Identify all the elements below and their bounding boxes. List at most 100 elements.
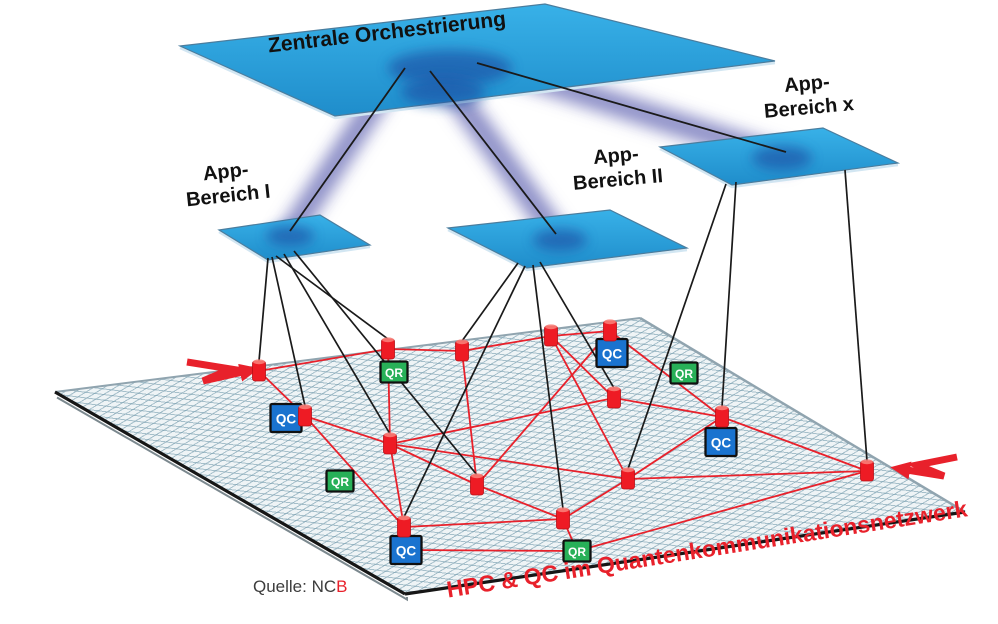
app-link-n12	[627, 183, 727, 470]
grid-edge-bottom-right	[404, 510, 966, 596]
node-cap	[299, 404, 311, 410]
node-cap	[382, 337, 394, 343]
beam-spot-5	[752, 146, 812, 170]
network-edge	[258, 348, 389, 372]
app-link-n8	[283, 253, 391, 435]
network-edge	[461, 350, 478, 486]
network-edge	[627, 470, 868, 480]
app-link-n14	[844, 169, 868, 462]
node-cap	[398, 515, 410, 521]
grid-edge-bottom-left	[54, 390, 406, 596]
app-link-n7	[271, 256, 306, 407]
network-edge	[389, 443, 478, 486]
network-edge	[389, 397, 615, 445]
network-node-n9	[470, 473, 484, 496]
qc-node-qc2-label: QC	[602, 347, 623, 362]
network-node-n7	[298, 404, 312, 427]
orchestration-link-1	[289, 67, 406, 232]
node-cap	[384, 432, 396, 438]
network-node-n10	[397, 515, 411, 538]
node-cap	[861, 459, 873, 465]
network-edge	[387, 348, 463, 352]
plane-zentrale-rim	[179, 46, 776, 120]
qr-node-qr2-label: QR	[675, 367, 693, 381]
qc-node-qc1: QC	[269, 402, 303, 434]
network-edge	[550, 330, 611, 337]
node-cap	[253, 359, 265, 365]
qr-node-qr3: QR	[325, 469, 355, 493]
network-node-n1	[252, 359, 266, 382]
network-node-n8	[383, 432, 397, 455]
network-edge	[721, 416, 868, 472]
network-node-n4	[544, 324, 558, 347]
network-edge	[403, 518, 564, 528]
qc-node-qc2: QC	[595, 337, 629, 369]
qr-node-qr4-label: QR	[568, 545, 586, 559]
qr-node-qr1: QR	[379, 360, 409, 384]
app-link-n13	[721, 181, 737, 408]
orchestration-link-3	[476, 62, 787, 153]
network-node-n6	[607, 386, 621, 409]
source-highlight: B	[336, 577, 348, 596]
node-cap	[622, 467, 634, 473]
node-cap	[557, 507, 569, 513]
grid-edge-shadow	[56, 396, 408, 602]
beam-spot-2	[401, 78, 485, 106]
qc-node-qc3-label: QC	[711, 436, 732, 451]
qr-node-qr4: QR	[562, 539, 592, 563]
node-cap	[545, 324, 557, 330]
qr-node-qr3-box	[325, 469, 355, 493]
plane-app2-rim	[447, 228, 688, 272]
source-prefix: Quelle: NC	[253, 577, 337, 596]
qc-node-qc3-box	[704, 426, 738, 458]
network-edge	[304, 415, 391, 445]
app-link-n10	[403, 265, 526, 518]
network-node-n2	[381, 337, 395, 360]
network-edge	[550, 335, 615, 399]
plane-appx-rim	[659, 147, 899, 189]
source-credit: Quelle: NCB	[253, 577, 347, 597]
qr-node-qr3-label: QR	[331, 475, 349, 489]
network-edge	[461, 335, 552, 352]
node-cap	[456, 339, 468, 345]
red-network-edges	[258, 330, 868, 552]
zigzag-arrow-left	[186, 358, 260, 385]
network-node-n5	[603, 319, 617, 342]
network-edge	[550, 335, 629, 480]
qr-node-qr2: QR	[669, 361, 699, 385]
qr-node-qr1-label: QR	[385, 366, 403, 380]
network-edge	[389, 443, 405, 528]
qc-node-qc3: QC	[704, 426, 738, 458]
node-cap	[716, 405, 728, 411]
network-edge	[562, 478, 629, 520]
qr-node-qr1-box	[379, 360, 409, 384]
network-edge	[576, 470, 868, 552]
qr-node-qr2-box	[669, 361, 699, 385]
qc-node-qc4: QC	[389, 534, 423, 566]
zigzag-arrow-right	[890, 453, 958, 480]
network-node-n14	[860, 459, 874, 482]
app-link-n1	[258, 257, 269, 362]
network-edge	[476, 484, 564, 520]
network-node-n3	[455, 339, 469, 362]
qc-node-qc4-label: QC	[396, 544, 417, 559]
network-node-n13	[715, 405, 729, 428]
app-link-n3	[461, 262, 519, 342]
node-cap	[604, 319, 616, 325]
network-edge	[405, 549, 578, 552]
grid-edge-top-right	[639, 316, 966, 514]
beam-spot-1	[388, 50, 512, 86]
beam-spot-4	[533, 229, 587, 251]
orchestration-link-2	[429, 70, 557, 235]
node-cap	[608, 386, 620, 392]
beam-spot-3	[266, 226, 314, 246]
node-cap	[471, 473, 483, 479]
network-edge	[609, 330, 723, 418]
network-node-n11	[556, 507, 570, 530]
app-link-n11	[532, 264, 564, 510]
network-edge	[613, 397, 723, 418]
qr-node-qr4-box	[562, 539, 592, 563]
network-node-n12	[621, 467, 635, 490]
